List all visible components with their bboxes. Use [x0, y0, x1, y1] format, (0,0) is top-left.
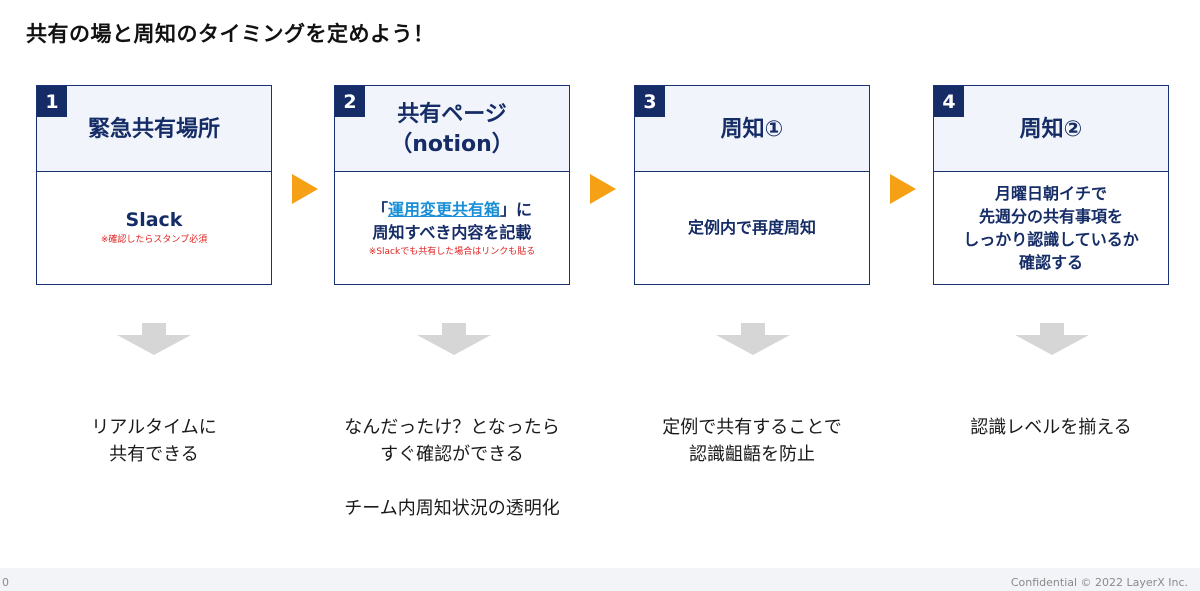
step-body-1: Slack ※確認したらスタンプ必須	[37, 172, 271, 283]
slide: 共有の場と周知のタイミングを定めよう！ 緊急共有場所 1 Slack ※確認した…	[0, 0, 1200, 568]
step-heading-3: 周知①	[635, 86, 869, 172]
page-title: 共有の場と周知のタイミングを定めよう！	[26, 22, 435, 46]
arrow-right-icon	[890, 174, 916, 204]
step-body-prefix-2: 「	[371, 199, 388, 219]
step-number-badge-1: 1	[37, 86, 67, 117]
step-body-text-4: 月曜日朝イチで 先週分の共有事項を しっかり認識しているか 確認する	[963, 183, 1139, 272]
arrow-down-icon	[1015, 323, 1089, 355]
footer-copyright: Confidential © 2022 LayerX Inc.	[1010, 576, 1188, 589]
step-card-3: 周知① 3 定例内で再度周知	[634, 85, 870, 285]
step-number-badge-3: 3	[635, 86, 665, 117]
step-card-4: 周知② 4 月曜日朝イチで 先週分の共有事項を しっかり認識しているか 確認する	[933, 85, 1169, 285]
arrow-right-icon	[590, 174, 616, 204]
step-body-3: 定例内で再度周知	[635, 172, 869, 283]
outcome-extra-text-2: チーム内周知状況の透明化	[344, 498, 560, 519]
step-body-text-2: 「運用変更共有箱」に 周知すべき内容を記載	[372, 198, 532, 244]
step-body-4: 月曜日朝イチで 先週分の共有事項を しっかり認識しているか 確認する	[934, 172, 1168, 283]
arrow-down-icon	[716, 323, 790, 355]
step-body-suffix-2: 」に 周知すべき内容を記載	[372, 199, 533, 242]
arrow-right-icon	[292, 174, 318, 204]
step-number-badge-2: 2	[335, 86, 365, 117]
step-number-badge-4: 4	[934, 86, 964, 117]
step-note-2: ※Slackでも共有した場合はリンクも貼る	[368, 246, 536, 257]
outcome-text-3: 定例で共有することで 認識齟齬を防止	[662, 417, 842, 465]
step-body-text-3: 定例内で再度周知	[687, 218, 816, 237]
step-body-2: 「運用変更共有箱」に 周知すべき内容を記載 ※Slackでも共有した場合はリンク…	[335, 172, 569, 283]
outcome-text-2: なんだったけ？となったら すぐ確認ができる	[344, 417, 560, 465]
arrow-down-icon	[417, 323, 491, 355]
step-card-1: 緊急共有場所 1 Slack ※確認したらスタンプ必須	[36, 85, 272, 285]
step-heading-4: 周知②	[934, 86, 1168, 172]
outcome-text-4: 認識レベルを揃える	[970, 417, 1132, 438]
step-heading-1: 緊急共有場所	[37, 86, 271, 172]
step-note-1: ※確認したらスタンプ必須	[100, 235, 208, 245]
arrow-down-icon	[117, 323, 191, 355]
outcome-text-1: リアルタイムに 共有できる	[91, 417, 217, 465]
step-body-text-1: Slack	[125, 209, 183, 231]
step-heading-2: 共有ページ （notion）	[335, 86, 569, 172]
notion-share-box-link[interactable]: 運用変更共有箱	[387, 199, 500, 219]
step-card-2: 共有ページ （notion） 2 「運用変更共有箱」に 周知すべき内容を記載 ※…	[334, 85, 570, 285]
page-number: 0	[2, 576, 9, 589]
